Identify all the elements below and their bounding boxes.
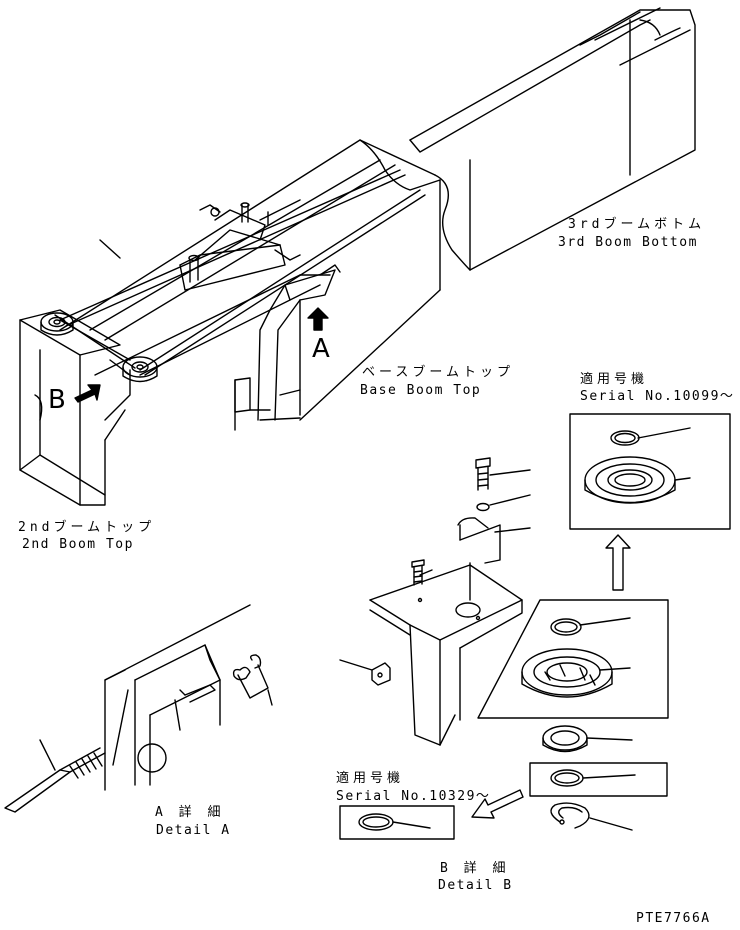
serial-top-label-en: Serial No.10099～ [580, 389, 735, 404]
drawing-code: PTE7766A [636, 911, 711, 926]
second-boom [20, 310, 130, 505]
base-boom-top-label-jp: ベースブームトップ [362, 365, 514, 380]
callout-b-marker: B [48, 385, 66, 415]
serial-bottom-label-en: Serial No.10329～ [336, 789, 491, 804]
second-boom-top-label-jp: 2ndブームトップ [18, 520, 156, 535]
wire-ropes [55, 170, 425, 375]
detail-a-title-jp: A 詳 細 [155, 805, 225, 820]
detail-a-title-en: Detail A [156, 823, 231, 838]
sheave-left [41, 313, 73, 335]
callout-a-marker: A [312, 334, 330, 364]
third-boom-bottom-label-jp: 3rdブームボトム [568, 217, 706, 232]
detail-b-title-en: Detail B [438, 878, 513, 893]
third-boom [410, 8, 695, 270]
sheave-right [123, 357, 157, 382]
second-boom-top-label-en: 2nd Boom Top [22, 537, 134, 552]
serial-top-label-jp: 適用号機 [580, 372, 649, 387]
serial-bottom-label-jp: 適用号機 [336, 771, 405, 786]
detail-b-title-jp: B 詳 細 [440, 861, 510, 876]
detail-a-view [5, 605, 272, 812]
base-boom-top-label-en: Base Boom Top [360, 383, 482, 398]
cable-clamp-bracket [235, 265, 340, 430]
third-boom-bottom-label-en: 3rd Boom Bottom [558, 235, 698, 250]
top-bracket [180, 203, 300, 290]
callout-arrow-b [75, 385, 100, 402]
callout-arrow-a [308, 308, 328, 330]
detail-b-view [340, 414, 730, 839]
